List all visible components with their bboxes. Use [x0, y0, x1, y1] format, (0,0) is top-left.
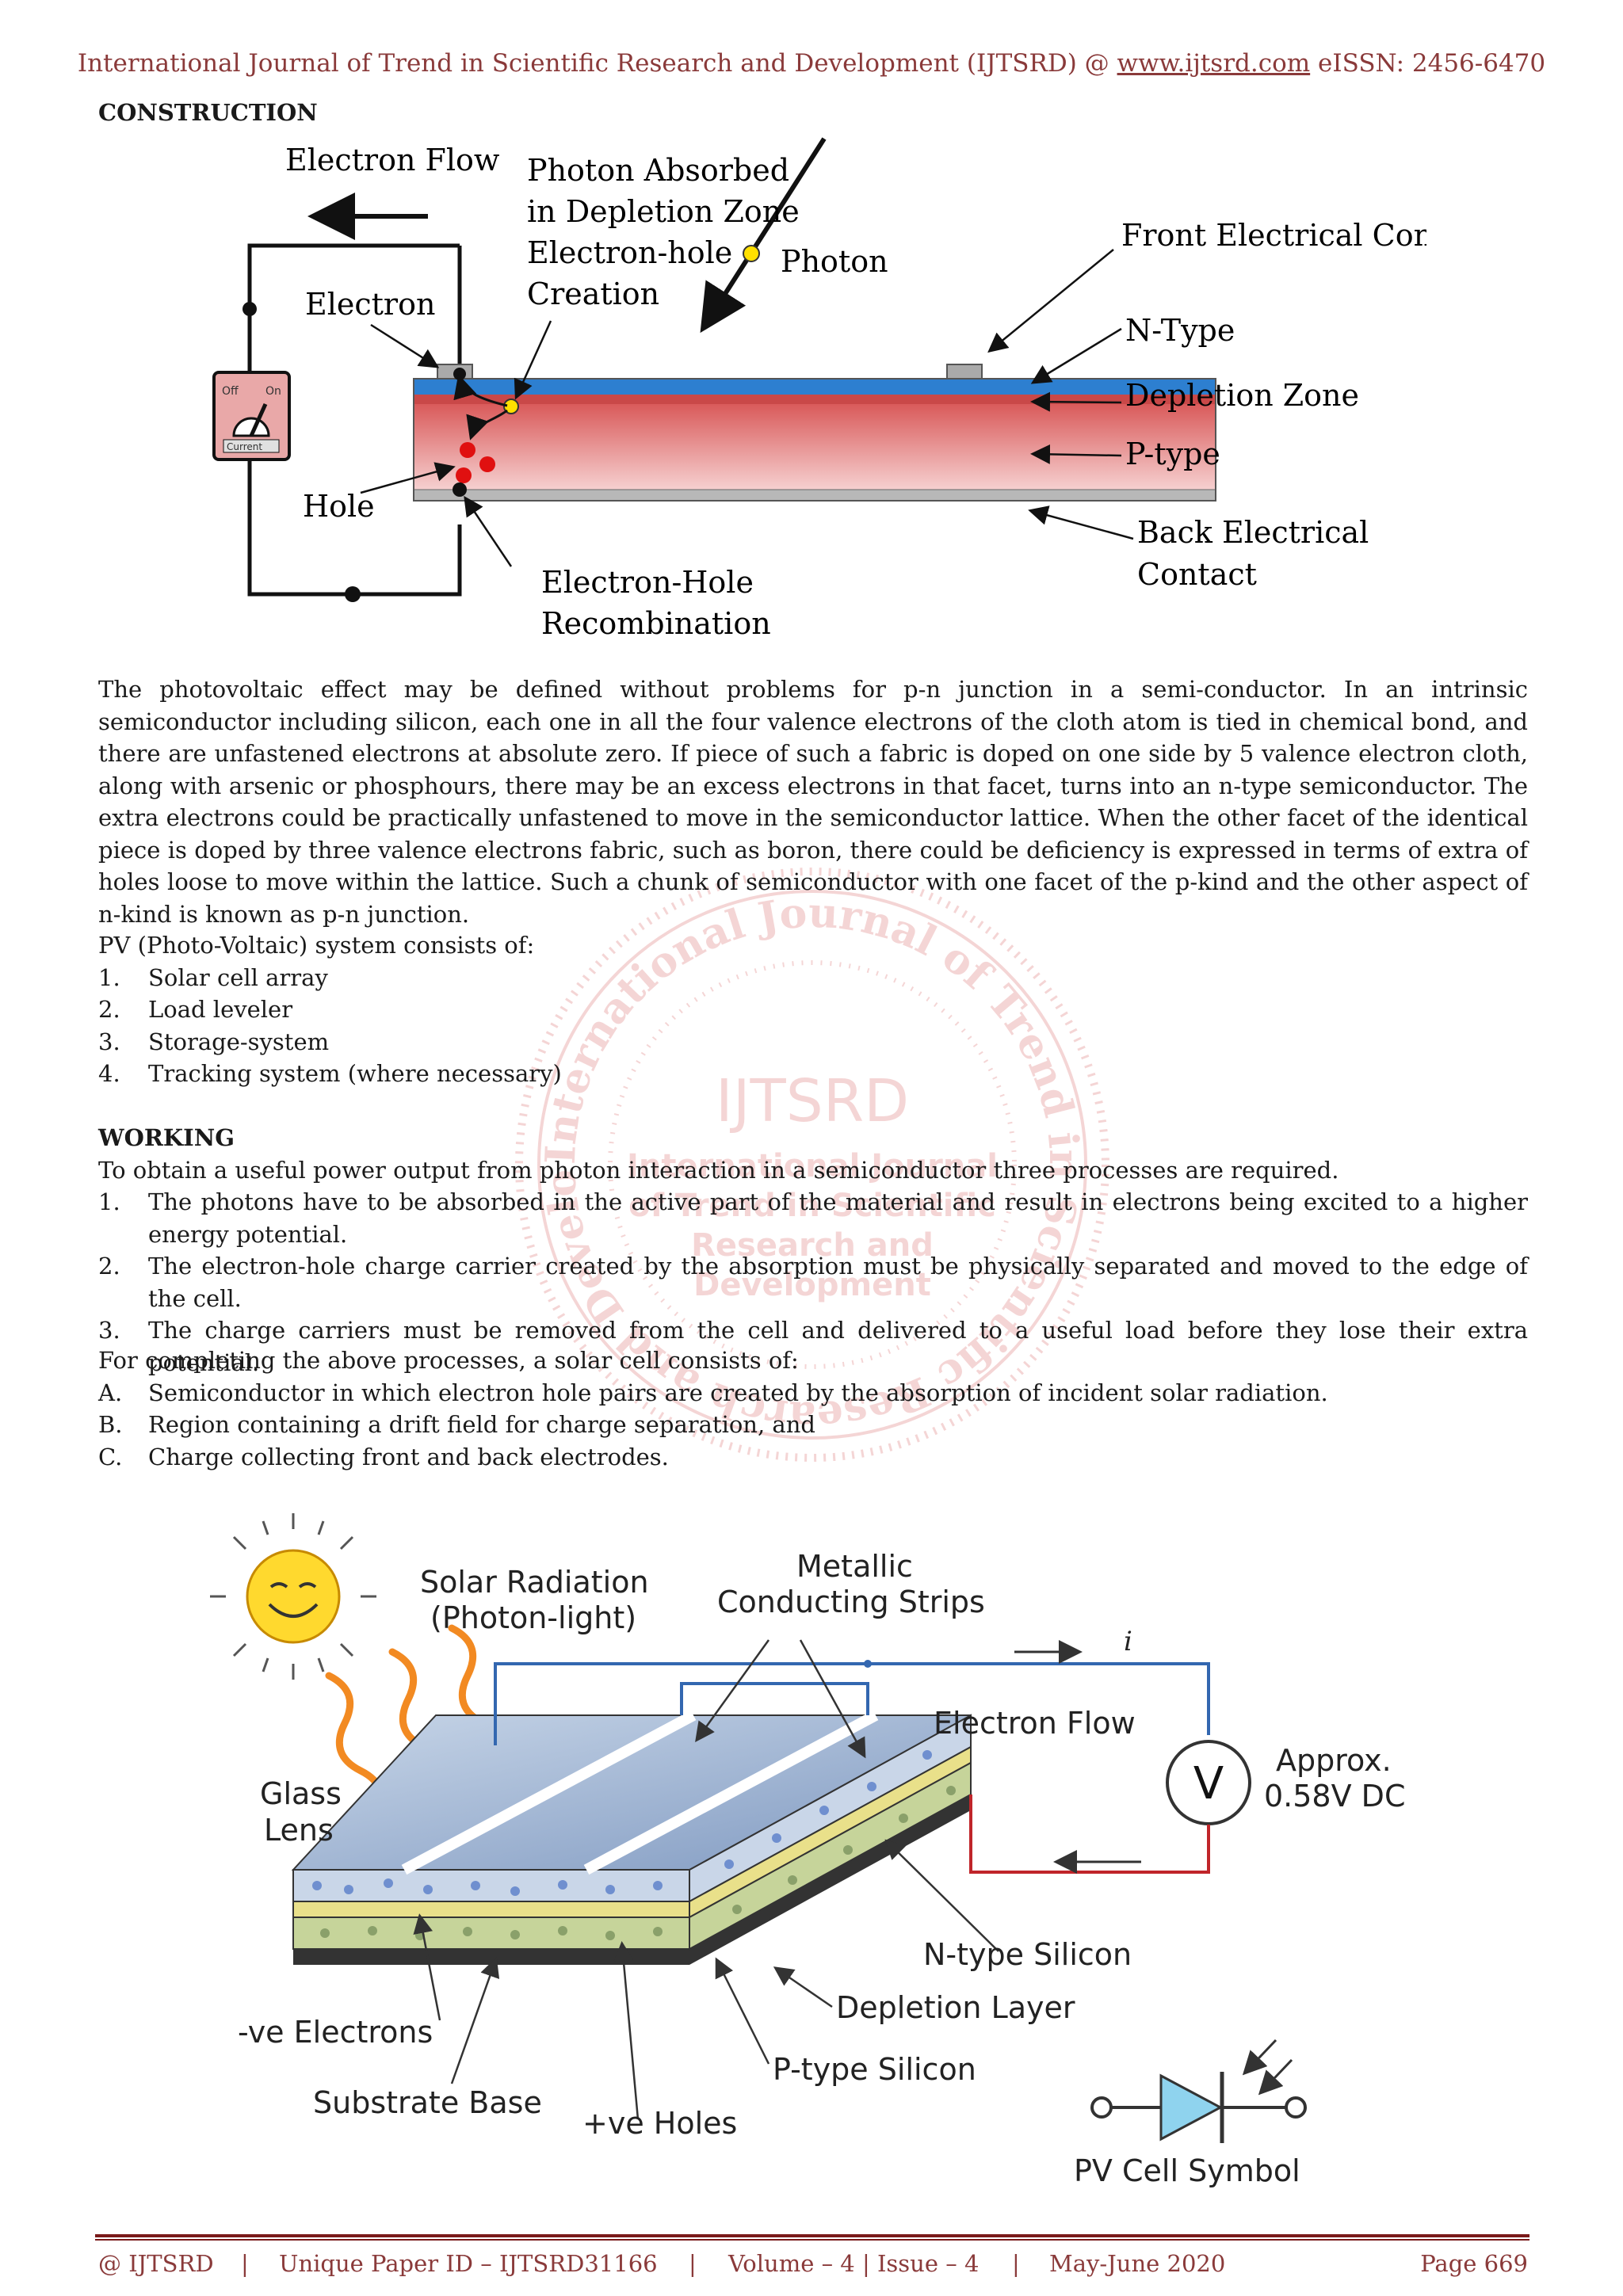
footer-separator: | [241, 2250, 249, 2277]
running-header: International Journal of Trend in Scient… [0, 49, 1623, 78]
figure-solar-cell: V Solar Radiation (Photon-light) Metalli… [210, 1513, 1405, 2188]
list-item: C.Charge collecting front and back elect… [98, 1443, 669, 1470]
fig1-label-photon-absorbed-1: Photon Absorbed [527, 153, 789, 188]
list-item: 2.Load leveler [98, 996, 293, 1023]
working-intro: To obtain a useful power output from pho… [98, 1156, 1339, 1184]
fig1-label-electron-flow: Electron Flow [285, 143, 500, 177]
fig2-label-ve-holes: +ve Holes [582, 2106, 737, 2141]
fig2-label-solar-radiation-1: Solar Radiation [420, 1565, 649, 1600]
fig1-label-n-type: N-Type [1125, 313, 1235, 348]
footer-separator: | [689, 2250, 697, 2277]
footer-date: May-June 2020 [1049, 2250, 1226, 2277]
footer-volume: Volume – 4 | Issue – 4 [728, 2250, 980, 2277]
pv-system-section: PV (Photo-Voltaic) system consists of: 1… [98, 929, 1528, 1090]
fig1-label-back-contact-1: Back Electrical [1137, 515, 1369, 550]
fig1-label-photon-absorbed-4: Creation [527, 277, 659, 311]
pv-intro: PV (Photo-Voltaic) system consists of: [98, 932, 535, 959]
fig2-label-current: i [1124, 1626, 1132, 1657]
fig1-label-hole: Hole [303, 489, 375, 524]
fig1-label-photon-absorbed-3: Electron-hole [527, 235, 732, 270]
switch-on-label: On [265, 385, 281, 398]
fig1-label-photon-absorbed-2: in Depletion Zone [527, 194, 800, 229]
figure-pn-junction: Off On Current Electron Flow Photon Abso… [212, 137, 1426, 641]
switch-off-label: Off [222, 385, 239, 398]
fig2-label-metallic-2: Conducting Strips [717, 1585, 985, 1619]
pv-cell-symbol-icon [1090, 2039, 1307, 2143]
footer-paper-id: Unique Paper ID – IJTSRD31166 [279, 2250, 658, 2277]
fig1-label-recombination-1: Electron-Hole [541, 565, 754, 600]
switch-current-label: Current [227, 441, 262, 452]
watermark-line4: Development [693, 1267, 931, 1303]
watermark-line3: Research and [691, 1227, 934, 1264]
sun-icon [210, 1513, 376, 1680]
fig2-label-approx-1: Approx. [1276, 1743, 1392, 1778]
list-item: 1.The photons have to be absorbed in the… [98, 1188, 1528, 1248]
voltmeter-icon: V [1193, 1758, 1224, 1810]
fig1-label-back-contact-2: Contact [1137, 557, 1257, 592]
fig1-label-p-type: P-type [1125, 437, 1220, 471]
fig1-label-front-contact: Front Electrical Contact [1121, 218, 1426, 253]
fig2-label-glass-2: Lens [264, 1813, 334, 1848]
fig1-label-recombination-2: Recombination [541, 606, 771, 641]
watermark-line2: of Trend in Scientific [628, 1188, 996, 1224]
list-item: 3.Storage-system [98, 1028, 330, 1055]
fig1-label-depletion-zone: Depletion Zone [1125, 378, 1359, 413]
fig1-label-electron: Electron [305, 287, 435, 322]
working-section: WORKING To obtain a useful power output … [98, 1122, 1528, 1379]
watermark-seal: International Journal of Trend in Scient… [507, 860, 1109, 1462]
fig2-label-glass-1: Glass [260, 1776, 342, 1811]
issn: eISSN: 2456-6470 [1318, 49, 1546, 78]
fig2-label-metallic-1: Metallic [796, 1549, 913, 1584]
cell-components-section: For completing the above processes, a so… [98, 1344, 1528, 1473]
fig2-label-n-type: N-type Silicon [923, 1937, 1132, 1972]
watermark-logo: IJTSRD [716, 1067, 909, 1135]
list-item: A.Semiconductor in which electron hole p… [98, 1379, 1328, 1406]
fig1-label-photon: Photon [781, 244, 888, 279]
list-item: 1.Solar cell array [98, 963, 328, 991]
fig2-label-substrate: Substrate Base [313, 2085, 542, 2120]
list-item: B.Region containing a drift field for ch… [98, 1411, 815, 1438]
list-item: 2.The electron-hole charge carrier creat… [98, 1253, 1528, 1312]
journal-name: International Journal of Trend in Scient… [77, 49, 1109, 78]
fig2-label-ve-electrons: -ve Electrons [238, 2015, 433, 2050]
journal-website-link[interactable]: www.ijtsrd.com [1117, 49, 1311, 78]
watermark-line1: International Journal [627, 1148, 998, 1184]
footer-rule-thin [95, 2239, 1529, 2241]
fig2-label-electron-flow: Electron Flow [934, 1706, 1136, 1741]
paragraph-photovoltaic-effect: The photovoltaic effect may be defined w… [98, 676, 1528, 928]
footer-page-number: Page 669 [1420, 2250, 1528, 2277]
fig2-label-depletion: Depletion Layer [836, 1990, 1075, 2025]
section-heading-working: WORKING [98, 1124, 235, 1151]
section-heading-construction: CONSTRUCTION [98, 99, 318, 126]
list-item: 4.Tracking system (where necessary) [98, 1060, 562, 1087]
fig2-label-pv-symbol: PV Cell Symbol [1074, 2153, 1300, 2188]
footer-separator: | [1012, 2250, 1020, 2277]
fig2-label-solar-radiation-2: (Photon-light) [430, 1600, 636, 1635]
cell-intro: For completing the above processes, a so… [98, 1347, 799, 1374]
fig2-label-approx-2: 0.58V DC [1264, 1779, 1405, 1814]
fig2-label-p-type: P-type Silicon [773, 2052, 976, 2087]
list-item: 3.The charge carriers must be removed fr… [98, 1317, 1528, 1376]
footer-rule [95, 2234, 1529, 2237]
footer-copyright: @ IJTSRD [98, 2250, 214, 2277]
